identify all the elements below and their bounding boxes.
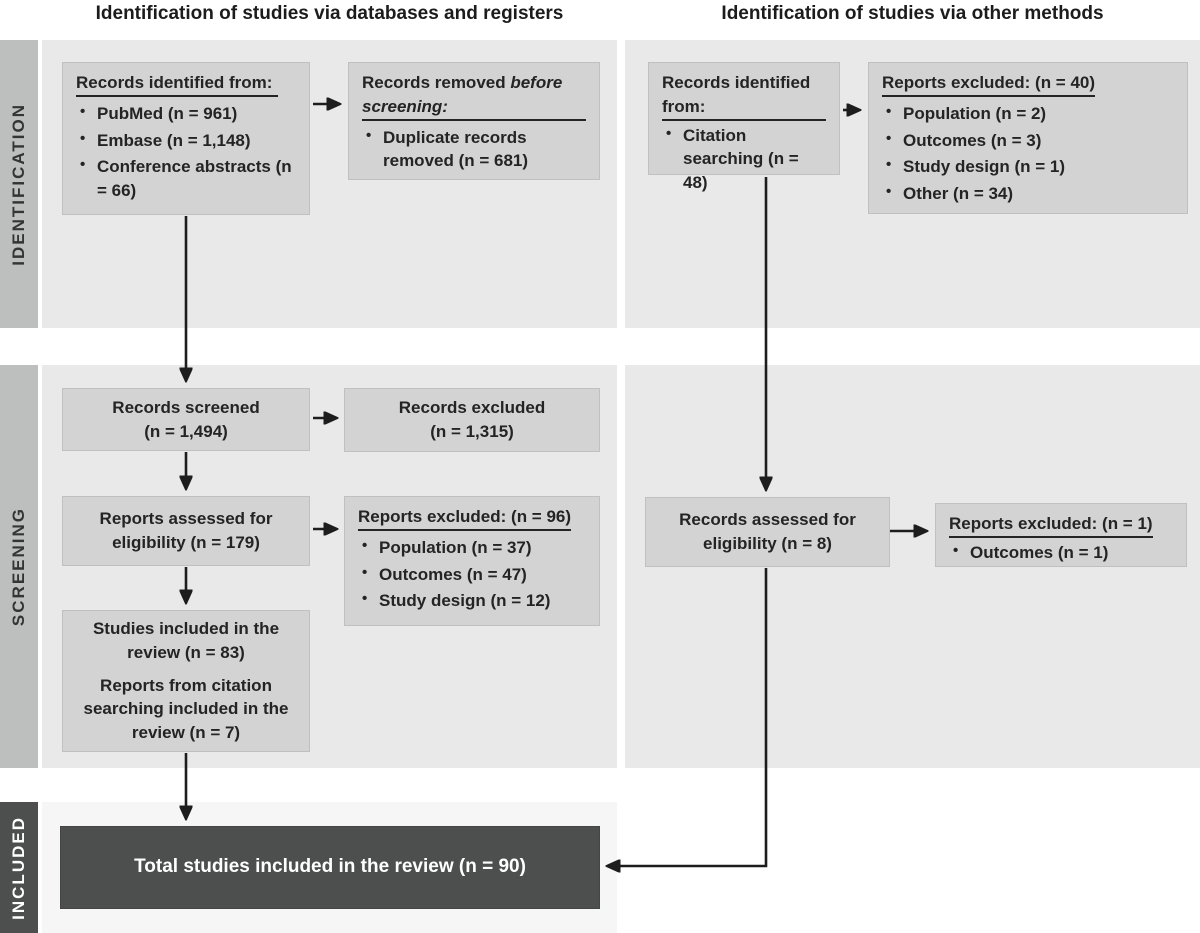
bullet-item: Embase (n = 1,148)	[76, 128, 296, 153]
box-reports-assessed: Reports assessed for eligibility (n = 17…	[62, 496, 310, 566]
box-records-screened: Records screened (n = 1,494)	[62, 388, 310, 451]
bullet-item: Conference abstracts (n = 66)	[76, 154, 296, 203]
box-studies-included: Studies included in the review (n = 83) …	[62, 610, 310, 752]
bullet-item: Study design (n = 1)	[882, 154, 1174, 179]
box-reports-excluded-96: Reports excluded: (n = 96) Population (n…	[344, 496, 600, 626]
bullet-item: Outcomes (n = 47)	[358, 562, 586, 587]
box-total-included: Total studies included in the review (n …	[60, 826, 600, 909]
box-records-removed: Records removed before screening: Duplic…	[348, 62, 600, 180]
box-reports-excluded-1: Reports excluded: (n = 1) Outcomes (n = …	[935, 503, 1187, 567]
bullet-item: Population (n = 37)	[358, 535, 586, 560]
box-title-line1: Records removed before	[362, 73, 563, 92]
bullet-item: Study design (n = 12)	[358, 588, 586, 613]
stage-label-identification: IDENTIFICATION	[0, 40, 38, 328]
box-title: Reports excluded: (n = 40)	[882, 71, 1096, 97]
box-records-excluded: Records excluded (n = 1,315)	[344, 388, 600, 452]
box-title-line1: Records identified	[662, 73, 811, 92]
box-records-identified-databases: Records identified from: PubMed (n = 961…	[62, 62, 310, 215]
stage-label-included: INCLUDED	[0, 802, 38, 933]
bullet-item: Outcomes (n = 3)	[882, 128, 1174, 153]
box-title-line2: from:	[662, 95, 826, 121]
box-title: Reports excluded: (n = 1)	[949, 512, 1153, 538]
stage-label-screening: SCREENING	[0, 365, 38, 768]
box-reports-excluded-40: Reports excluded: (n = 40) Population (n…	[868, 62, 1188, 214]
column-title-databases: Identification of studies via databases …	[95, 3, 564, 24]
box-title: Reports excluded: (n = 96)	[358, 505, 572, 531]
box-records-assessed-8: Records assessed for eligibility (n = 8)	[645, 497, 890, 567]
box-title-line2: screening:	[362, 95, 586, 121]
bullet-item: PubMed (n = 961)	[76, 101, 296, 126]
bullet-item: Duplicate records removed (n = 681)	[362, 125, 586, 174]
bullet-item: Outcomes (n = 1)	[949, 540, 1173, 565]
column-title-other-methods: Identification of studies via other meth…	[721, 3, 1104, 24]
bullet-item: Other (n = 34)	[882, 181, 1174, 206]
box-records-identified-other: Records identified from: Citation search…	[648, 62, 840, 192]
bullet-item: Population (n = 2)	[882, 101, 1174, 126]
bullet-item: Citation searching (n = 48)	[662, 123, 826, 195]
box-title: Records identified from:	[76, 71, 279, 97]
